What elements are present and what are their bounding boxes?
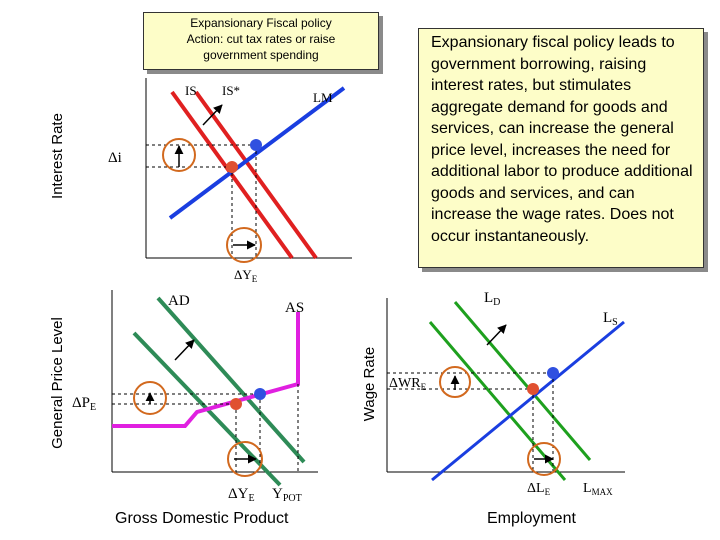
title-line-3: government spending bbox=[203, 48, 319, 62]
lmax-label: LMAX bbox=[583, 481, 613, 497]
ad-label: AD bbox=[168, 293, 190, 309]
labor-equilibrium-new bbox=[527, 383, 539, 395]
ls-label: LS bbox=[603, 310, 618, 328]
ypot-label: YPOT bbox=[272, 486, 302, 504]
delta-p-label: ΔPE bbox=[72, 395, 96, 413]
delta-l-marker-icon bbox=[527, 442, 561, 476]
is-shift-arrow-icon bbox=[202, 104, 223, 126]
title-line-2: Action: cut tax rates or raise bbox=[186, 32, 336, 46]
ad-as-graph: AD AS ΔPE ΔYE YPOT bbox=[72, 290, 318, 504]
delta-wr-marker-icon bbox=[439, 366, 471, 398]
ls-curve bbox=[431, 320, 625, 482]
delta-p-marker-icon bbox=[133, 381, 167, 415]
delta-wr-label: ΔWRE bbox=[389, 376, 427, 392]
delta-i-marker-icon bbox=[162, 138, 196, 172]
labor-market-graph: LD LS ΔWRE ΔLE LMAX bbox=[386, 290, 625, 497]
as-curve bbox=[112, 312, 300, 428]
labor-equilibrium-old bbox=[547, 367, 559, 379]
ld-label: LD bbox=[484, 290, 500, 308]
lm-curve bbox=[168, 86, 346, 220]
delta-l-label: ΔLE bbox=[527, 481, 551, 497]
bottom-delta-y-marker-icon bbox=[227, 441, 263, 477]
is-lm-equilibrium-new bbox=[226, 161, 238, 173]
ad-curve bbox=[156, 296, 306, 464]
title-line-1: Expansionary Fiscal policy bbox=[190, 16, 332, 30]
ad-shift-arrow-icon bbox=[174, 339, 195, 361]
lm-label: LM bbox=[313, 90, 333, 105]
ad-as-equilibrium-new bbox=[230, 398, 242, 410]
is-label: IS bbox=[185, 83, 197, 98]
title-callout: Expansionary Fiscal policy Action: cut t… bbox=[143, 12, 379, 70]
top-delta-y-label: ΔYE bbox=[234, 267, 258, 284]
ld-curve bbox=[453, 301, 592, 461]
explanation-text: Expansionary fiscal policy leads to gove… bbox=[431, 34, 693, 245]
ld-star-curve bbox=[428, 321, 567, 481]
bottom-delta-y-label: ΔYE bbox=[228, 486, 255, 504]
delta-i-label: Δi bbox=[108, 150, 122, 166]
ad-as-equilibrium-old bbox=[254, 388, 266, 400]
delta-y-marker-icon bbox=[226, 227, 262, 263]
is-lm-graph: IS IS* LM Δi ΔYE bbox=[108, 78, 352, 284]
ld-shift-arrow-icon bbox=[486, 324, 507, 346]
is-lm-equilibrium-old bbox=[250, 139, 262, 151]
explanation-callout: Expansionary fiscal policy leads to gove… bbox=[418, 28, 704, 268]
as-label: AS bbox=[285, 300, 304, 316]
gdp-axis-title: Gross Domestic Product bbox=[115, 510, 289, 527]
is-star-label: IS* bbox=[222, 83, 240, 98]
employment-axis-title: Employment bbox=[487, 510, 576, 527]
